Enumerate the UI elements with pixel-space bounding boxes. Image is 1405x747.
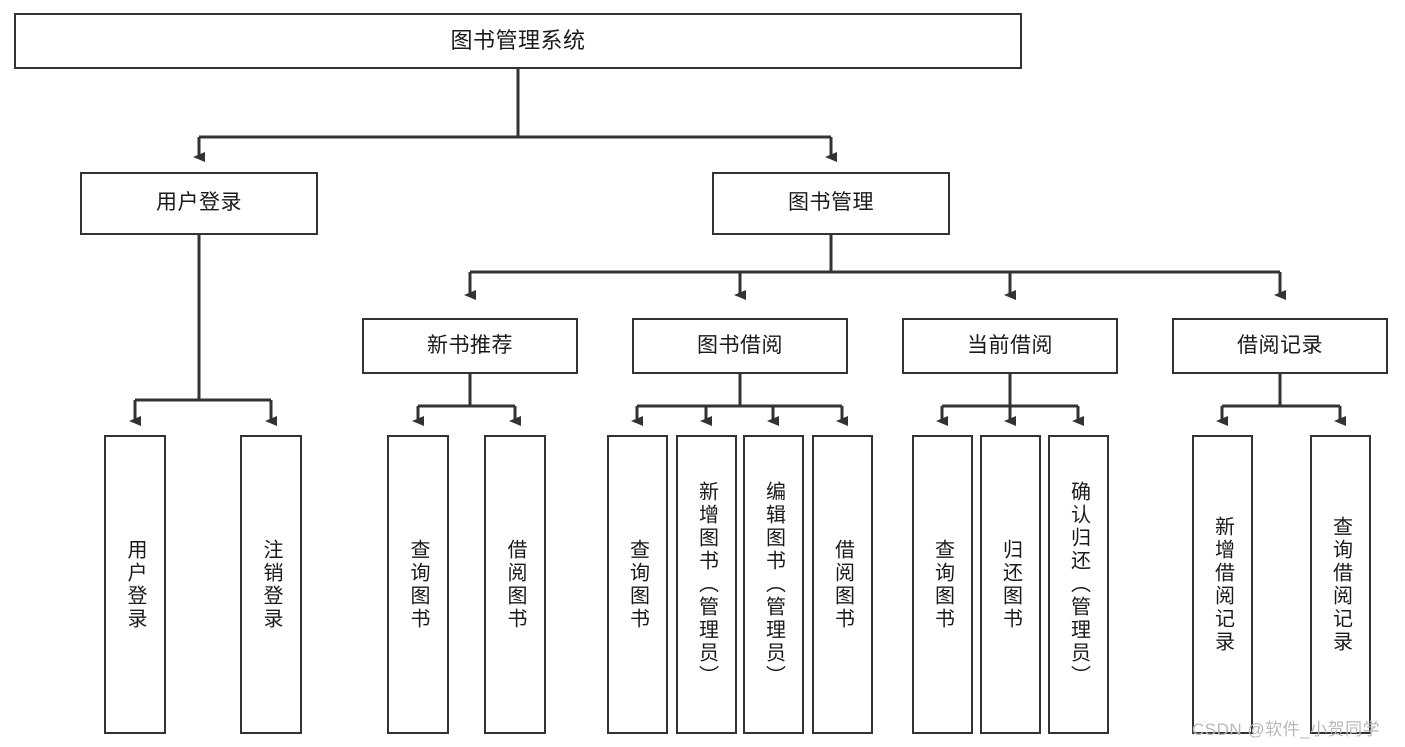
leaf-new-book-borrow[interactable]: 借阅图书 xyxy=(484,435,546,734)
leaf-label: 新增借阅记录 xyxy=(1211,515,1234,654)
node-borrow-record[interactable]: 借阅记录 xyxy=(1172,318,1388,374)
leaf-new-book-query[interactable]: 查询图书 xyxy=(387,435,449,734)
node-root[interactable]: 图书管理系统 xyxy=(14,13,1022,69)
node-book-management-label: 图书管理 xyxy=(788,191,874,215)
leaf-book-borrow-query[interactable]: 查询图书 xyxy=(607,435,668,734)
leaf-borrow-record-add[interactable]: 新增借阅记录 xyxy=(1192,435,1253,734)
leaf-label: 查询借阅记录 xyxy=(1329,515,1352,654)
leaf-book-borrow-add[interactable]: 新增图书（管理员） xyxy=(676,435,737,734)
leaf-label: 归还图书 xyxy=(999,538,1022,631)
node-book-borrow-label: 图书借阅 xyxy=(697,333,783,357)
leaf-user-login-login[interactable]: 用户登录 xyxy=(104,435,166,734)
node-book-borrow[interactable]: 图书借阅 xyxy=(632,318,848,374)
leaf-label: 编辑图书（管理员） xyxy=(762,481,785,688)
leaf-current-borrow-confirm-return[interactable]: 确认归还（管理员） xyxy=(1048,435,1109,734)
node-new-book-recommend-label: 新书推荐 xyxy=(427,333,513,357)
leaf-book-borrow-edit[interactable]: 编辑图书（管理员） xyxy=(743,435,804,734)
leaf-borrow-record-query[interactable]: 查询借阅记录 xyxy=(1310,435,1371,734)
node-borrow-record-label: 借阅记录 xyxy=(1237,333,1323,357)
leaf-current-borrow-return[interactable]: 归还图书 xyxy=(980,435,1041,734)
leaf-book-borrow-borrow[interactable]: 借阅图书 xyxy=(812,435,873,734)
node-user-login-label: 用户登录 xyxy=(156,191,242,215)
watermark: CSDN @软件_小贺同学 xyxy=(1192,720,1381,739)
leaf-label: 新增图书（管理员） xyxy=(695,481,718,688)
leaf-label: 注销登录 xyxy=(260,538,282,631)
leaf-label: 借阅图书 xyxy=(504,538,526,631)
node-current-borrow-label: 当前借阅 xyxy=(967,333,1053,357)
node-book-management[interactable]: 图书管理 xyxy=(712,172,950,235)
node-current-borrow[interactable]: 当前借阅 xyxy=(902,318,1118,374)
leaf-label: 用户登录 xyxy=(124,538,146,631)
node-root-label: 图书管理系统 xyxy=(450,28,586,54)
leaf-label: 查询图书 xyxy=(626,538,649,631)
leaf-current-borrow-query[interactable]: 查询图书 xyxy=(912,435,973,734)
leaf-label: 查询图书 xyxy=(931,538,954,631)
leaf-label: 确认归还（管理员） xyxy=(1067,481,1090,688)
leaf-user-login-logout[interactable]: 注销登录 xyxy=(240,435,302,734)
node-new-book-recommend[interactable]: 新书推荐 xyxy=(362,318,578,374)
leaf-label: 借阅图书 xyxy=(831,538,854,631)
leaf-label: 查询图书 xyxy=(407,538,429,631)
node-user-login[interactable]: 用户登录 xyxy=(80,172,318,235)
